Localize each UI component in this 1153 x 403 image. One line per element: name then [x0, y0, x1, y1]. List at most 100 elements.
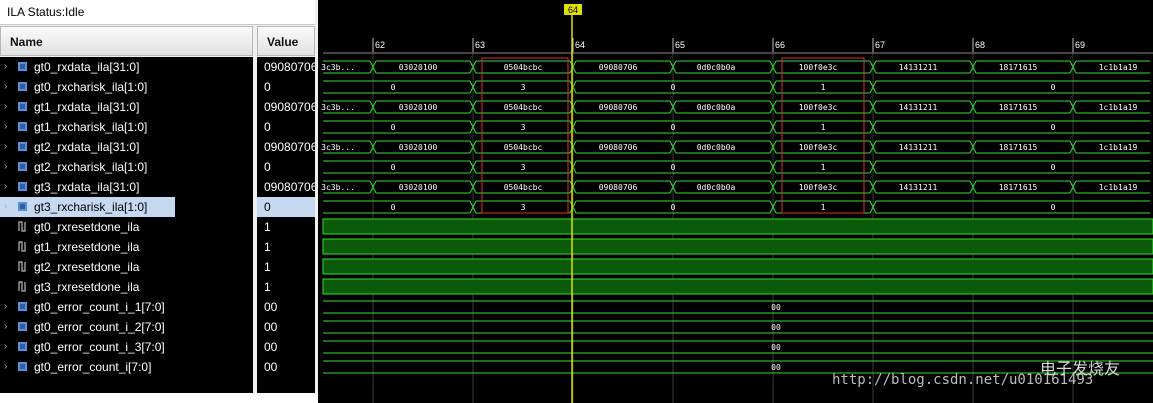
bus-transition [1069, 100, 1077, 114]
signal-row[interactable]: gt0_rxresetdone_ila [0, 217, 253, 237]
expand-chevron-icon[interactable]: › [4, 141, 8, 152]
signal-value: 1 [264, 280, 271, 294]
bus-signal-icon [18, 202, 27, 211]
bus-value-label: 03020100 [399, 63, 438, 72]
signal-name: gt0_rxcharisk_ila[1:0] [34, 80, 148, 94]
signal-row[interactable]: gt3_rxresetdone_ila [0, 277, 253, 297]
expand-chevron-icon[interactable]: › [4, 161, 8, 172]
signal-value: 0 [264, 80, 271, 94]
signal-row[interactable]: ›gt3_rxdata_ila[31:0] [0, 177, 253, 197]
bit-high-fill [322, 278, 1153, 295]
bus-value-label: 0 [391, 123, 396, 132]
bus-value-label: 18171615 [999, 183, 1038, 192]
bus-transition [769, 60, 777, 74]
signal-row[interactable]: ›gt1_rxdata_ila[31:0] [0, 97, 253, 117]
signal-value: 09080706 [264, 100, 315, 114]
bus-transition [569, 60, 577, 74]
expand-chevron-icon[interactable]: › [4, 101, 8, 112]
bus-value-label: 18171615 [999, 103, 1038, 112]
bus-transition [569, 140, 577, 154]
bus-transition [869, 180, 877, 194]
signal-value: 0 [264, 160, 271, 174]
expand-chevron-icon[interactable]: › [4, 201, 8, 212]
signal-value: 00 [264, 360, 278, 374]
bus-value-label: 0504bcbc [504, 183, 543, 192]
ila-status-text: ILA Status:Idle [7, 5, 85, 19]
bus-signal-icon [18, 362, 27, 371]
bus-value-label: 0504bcbc [504, 103, 543, 112]
bus-transition [1069, 60, 1077, 74]
signal-row[interactable]: › gt0_rxcharisk_ila[1:0] [0, 77, 253, 97]
expand-chevron-icon[interactable]: › [4, 301, 8, 312]
bus-value-label: 14131211 [899, 183, 938, 192]
signal-row[interactable]: ›gt0_error_count_i_3[7:0] [0, 337, 253, 357]
signal-name: gt0_rxresetdone_ila [34, 220, 140, 234]
expand-chevron-icon[interactable]: › [4, 321, 8, 332]
bus-signal-icon [18, 122, 27, 131]
signal-row[interactable]: › gt0_rxdata_ila[31:0] [0, 57, 253, 77]
bus-transition [769, 100, 777, 114]
signal-row[interactable]: ›gt0_error_count_i_1[7:0] [0, 297, 253, 317]
value-column-header[interactable]: Value [257, 26, 315, 56]
signal-name: gt3_rxresetdone_ila [34, 280, 140, 294]
bit-signal-icon [18, 221, 26, 232]
expand-chevron-icon[interactable]: › [4, 181, 8, 192]
signal-row[interactable]: gt1_rxresetdone_ila [0, 237, 253, 257]
signal-row[interactable]: › gt2_rxdata_ila[31:0] [0, 137, 253, 157]
bus-value-label: 0 [1051, 83, 1056, 92]
signal-name: gt1_rxresetdone_ila [34, 240, 140, 254]
expand-chevron-icon[interactable]: › [4, 361, 8, 372]
bus-value-label: 1 [821, 163, 826, 172]
signal-name: gt2_rxdata_ila[31:0] [34, 140, 140, 154]
signal-row[interactable]: ›gt1_rxcharisk_ila[1:0] [0, 117, 253, 137]
bus-transition [569, 180, 577, 194]
signal-name: gt0_rxdata_ila[31:0] [34, 60, 140, 74]
name-column-header[interactable]: Name [0, 26, 253, 56]
signal-row[interactable]: › gt0_error_count_i[7:0] [0, 357, 253, 377]
bus-transition [569, 100, 577, 114]
bus-signal-icon [18, 342, 27, 351]
bus-signal-icon [18, 82, 27, 91]
bus-signal-icon [18, 182, 27, 191]
bus-value-label: 00 [771, 363, 781, 372]
signal-value: 00 [264, 300, 278, 314]
expand-chevron-icon[interactable]: › [4, 81, 8, 92]
expand-chevron-icon[interactable]: › [4, 121, 8, 132]
bit-high-fill [322, 258, 1153, 275]
signal-row[interactable]: gt2_rxresetdone_ila [0, 257, 253, 277]
bus-transition [1069, 180, 1077, 194]
bus-transition [569, 120, 577, 134]
bus-transition [469, 160, 477, 174]
bus-value-label: 18171615 [999, 63, 1038, 72]
signal-row[interactable]: ›gt2_rxcharisk_ila[1:0] [0, 157, 253, 177]
bus-transition [769, 180, 777, 194]
bus-value-label: 0 [391, 163, 396, 172]
signal-name: gt0_error_count_i[7:0] [34, 360, 152, 374]
bus-value-label: 14131211 [899, 103, 938, 112]
bus-value-label: 1c1b1a19 [1099, 143, 1138, 152]
time-tick-label: 64 [575, 40, 585, 50]
expand-chevron-icon[interactable]: › [4, 61, 8, 72]
value-header-label: Value [267, 35, 299, 49]
watermark-url: http://blog.csdn.net/u010161493 [832, 372, 1094, 388]
bus-value-label: 3c3b... [321, 103, 355, 112]
signal-value: 0 [264, 120, 271, 134]
bus-value-label: 09080706 [599, 183, 638, 192]
bus-value-label: 14131211 [899, 143, 938, 152]
bus-transition [469, 80, 477, 94]
bus-value-label: 3c3b... [321, 183, 355, 192]
bus-transition [669, 140, 677, 154]
signal-row[interactable]: ›gt3_rxcharisk_ila[1:0] [0, 197, 175, 217]
bus-value-label: 3 [521, 123, 526, 132]
signal-value: 1 [264, 220, 271, 234]
time-tick-label: 62 [375, 40, 385, 50]
scroll-track[interactable] [0, 393, 318, 403]
bus-value-label: 09080706 [599, 103, 638, 112]
bus-value-label: 3c3b... [321, 143, 355, 152]
expand-chevron-icon[interactable]: › [4, 341, 8, 352]
signal-row[interactable]: ›gt0_error_count_i_2[7:0] [0, 317, 253, 337]
bus-value-label: 100f0e3c [799, 143, 838, 152]
bus-value-label: 1c1b1a19 [1099, 63, 1138, 72]
